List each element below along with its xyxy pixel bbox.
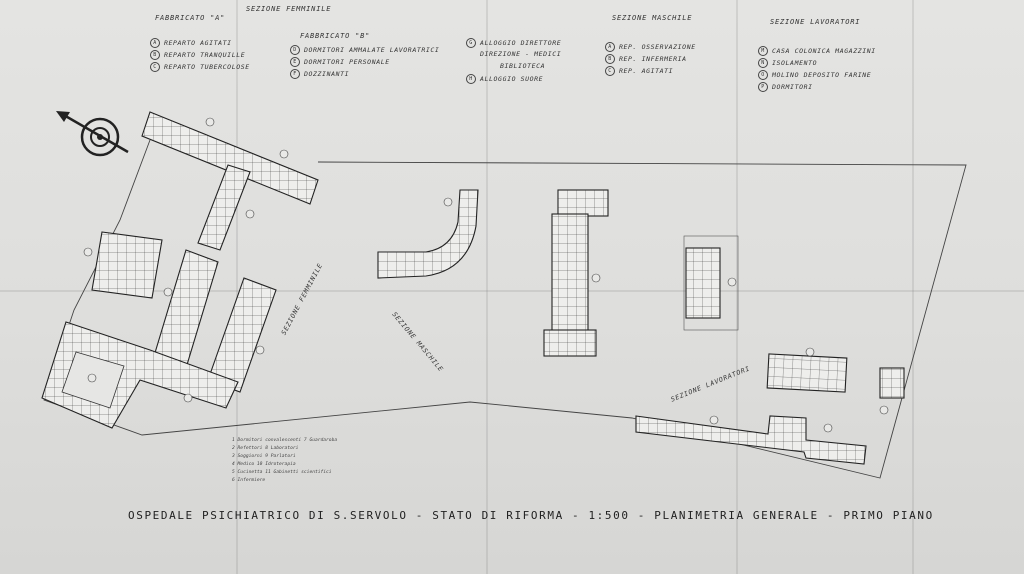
- key-m-b: B REP. INFERMERIA: [605, 54, 687, 64]
- legend-item: 1 Dormitori convalescenti 7 Guardaroba: [232, 438, 338, 443]
- header-sezione-femminile: SEZIONE FEMMINILE: [246, 5, 332, 13]
- key-g: G ALLOGGIO DIRETTORE: [466, 38, 561, 48]
- key-text: ALLOGGIO SUORE: [480, 75, 544, 83]
- legend-item: 6 Infermiere: [232, 478, 266, 483]
- plan-title: OSPEDALE PSICHIATRICO DI S.SERVOLO - STA…: [128, 509, 934, 522]
- legend-item: 4 Medico 10 Idroterapia: [232, 462, 296, 467]
- key-text: CASA COLONICA MAGAZZINI: [772, 47, 876, 55]
- key-n: N ISOLAMENTO: [758, 58, 817, 68]
- square-building: [683, 235, 739, 331]
- legend-item: 2 Refettori 8 Laboratori: [232, 446, 299, 451]
- key-text: MOLINO DEPOSITO FARINE: [772, 71, 872, 79]
- header-fabbricato-b: FABBRICATO "B": [300, 32, 371, 40]
- key-e: E DORMITORI PERSONALE: [290, 57, 390, 67]
- key-text: ALLOGGIO DIRETTORE: [480, 39, 562, 47]
- north-arrow-icon: [56, 111, 129, 157]
- key-f: F DOZZINANTI: [290, 69, 349, 79]
- fold-line: [236, 0, 238, 574]
- key-text: BIBLIOTECA: [500, 62, 546, 70]
- fold-line: [912, 0, 914, 574]
- key-mark: E: [290, 57, 300, 67]
- worker-buildings: [635, 353, 905, 465]
- key-mark: P: [758, 82, 768, 92]
- key-mark: B: [605, 54, 615, 64]
- key-text: REPARTO TUBERCOLOSE: [164, 63, 250, 71]
- key-mark: F: [290, 69, 300, 79]
- fold-line: [736, 0, 738, 574]
- female-wing: [41, 111, 319, 429]
- key-text: REP. OSSERVAZIONE: [619, 43, 696, 51]
- key-mark: A: [605, 42, 615, 52]
- key-mark: C: [605, 66, 615, 76]
- key-direzione: DIREZIONE - MEDICI: [480, 50, 561, 58]
- key-p: P DORMITORI: [758, 82, 813, 92]
- fold-line: [486, 0, 488, 574]
- header-fabbricato-a: FABBRICATO "A": [155, 14, 226, 22]
- header-sezione-maschile: SEZIONE MASCHILE: [612, 14, 693, 22]
- building-tags: [83, 117, 889, 433]
- key-biblioteca: BIBLIOTECA: [500, 62, 545, 70]
- key-mark: M: [758, 46, 768, 56]
- key-m: M CASA COLONICA MAGAZZINI: [758, 46, 876, 56]
- curved-wing: [377, 189, 479, 279]
- key-h: H ALLOGGIO SUORE: [466, 74, 543, 84]
- key-text: REP. INFERMERIA: [619, 55, 687, 63]
- key-mark: O: [758, 70, 768, 80]
- key-mark: C: [150, 62, 160, 72]
- key-text: ISOLAMENTO: [772, 59, 818, 67]
- key-a: A REPARTO AGITATI: [150, 38, 232, 48]
- key-c: C REPARTO TUBERCOLOSE: [150, 62, 250, 72]
- key-mark: B: [150, 50, 160, 60]
- key-o: O MOLINO DEPOSITO FARINE: [758, 70, 871, 80]
- fold-line: [0, 290, 1024, 292]
- legend-item: 3 Soggiorni 9 Parlatori: [232, 454, 296, 459]
- key-b: B REPARTO TRANQUILLE: [150, 50, 245, 60]
- key-text: DORMITORI: [772, 83, 813, 91]
- key-m-a: A REP. OSSERVAZIONE: [605, 42, 696, 52]
- key-mark: N: [758, 58, 768, 68]
- key-mark: G: [466, 38, 476, 48]
- key-text: DORMITORI PERSONALE: [304, 58, 390, 66]
- key-d: D DORMITORI AMMALATE LAVORATRICI: [290, 45, 439, 55]
- key-mark: A: [150, 38, 160, 48]
- key-text: DOZZINANTI: [304, 70, 350, 78]
- key-m-c: C REP. AGITATI: [605, 66, 673, 76]
- header-sezione-lavoratori: SEZIONE LAVORATORI: [770, 18, 861, 26]
- key-text: REPARTO AGITATI: [164, 39, 232, 47]
- key-text: DIREZIONE - MEDICI: [480, 50, 562, 58]
- key-mark: H: [466, 74, 476, 84]
- key-text: REP. AGITATI: [619, 67, 674, 75]
- legend-item: 5 Cucinetta 11 Gabinetti scientifici: [232, 470, 332, 475]
- key-mark: D: [290, 45, 300, 55]
- male-main-building: [543, 189, 609, 357]
- key-text: DORMITORI AMMALATE LAVORATRICI: [304, 46, 440, 54]
- key-text: REPARTO TRANQUILLE: [164, 51, 246, 59]
